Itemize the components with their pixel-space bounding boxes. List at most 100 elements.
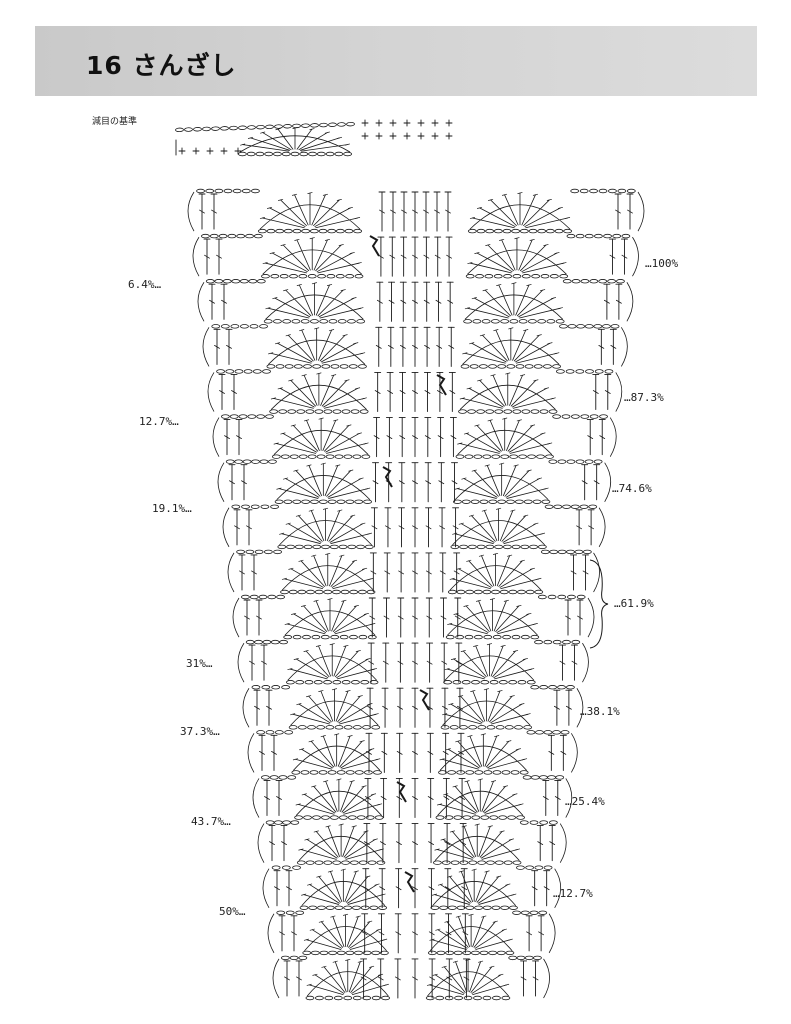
double-crochet-stitch-icon [603, 283, 611, 320]
double-crochet-stitch-icon [399, 326, 407, 367]
double-crochet-stitch-icon [208, 283, 216, 320]
chain-oval-icon [277, 544, 374, 550]
double-crochet-stitch-icon [380, 732, 388, 773]
chain-oval-icon [519, 820, 558, 825]
right-percentage-label: …25.4% [565, 795, 605, 808]
double-crochet-stitch-icon [411, 507, 419, 548]
shell-fan-icon [237, 127, 353, 157]
chain-oval-icon [433, 860, 522, 865]
double-crochet-stitch-icon [411, 191, 419, 232]
double-crochet-stitch-icon [587, 509, 595, 546]
chain-oval-icon [425, 995, 511, 1001]
double-crochet-stitch-icon [230, 373, 238, 411]
chain-oval-icon [196, 188, 260, 194]
double-crochet-stitch-icon [433, 191, 441, 232]
double-crochet-stitch-icon [597, 328, 605, 365]
double-crochet-stitch-icon [377, 958, 385, 999]
decrease-marker-icon [404, 871, 415, 893]
chain-oval-icon [512, 910, 548, 915]
double-crochet-stitch-icon [451, 462, 458, 503]
double-crochet-stitch-icon [398, 417, 406, 458]
chain-oval-icon [302, 950, 389, 956]
shell-fan-icon [286, 643, 379, 685]
double-crochet-stitch-icon [396, 732, 404, 773]
double-crochet-stitch-icon [223, 419, 231, 456]
shell-fan-icon [271, 417, 371, 459]
double-crochet-stitch-icon [440, 642, 448, 683]
page-title: 16 さんざし [86, 51, 237, 80]
chain-oval-icon [260, 775, 297, 780]
double-crochet-stitch-icon [453, 552, 461, 593]
chain-oval-icon [427, 950, 515, 956]
double-crochet-stitch-icon [240, 464, 248, 501]
double-crochet-stitch-icon [437, 462, 445, 503]
double-crochet-stitch-icon [280, 825, 288, 862]
single-crochet-cross-icon [445, 132, 453, 140]
chain-oval-icon [526, 730, 570, 735]
chain-oval-icon [266, 364, 367, 369]
double-crochet-stitch-icon [362, 868, 370, 909]
double-crochet-stitch-icon [398, 462, 406, 503]
decrease-marker-icon [419, 689, 430, 711]
double-crochet-stitch-icon [360, 958, 368, 999]
double-crochet-stitch-icon [442, 777, 450, 819]
double-crochet-stitch-icon [456, 687, 464, 728]
chain-oval-icon [221, 414, 274, 419]
double-crochet-stitch-icon [411, 417, 419, 458]
double-crochet-stitch-icon [255, 599, 263, 636]
chain-oval-icon [245, 639, 289, 645]
double-crochet-stitch-icon [258, 734, 266, 771]
double-crochet-stitch-icon [389, 191, 397, 232]
shell-fan-icon [257, 192, 363, 234]
single-crochet-cross-icon [361, 119, 369, 127]
shell-fan-icon [430, 868, 518, 910]
shell-fan-icon [291, 733, 382, 775]
shell-fan-icon [455, 417, 554, 459]
double-crochet-stitch-icon [608, 238, 616, 275]
double-crochet-stitch-icon [424, 417, 432, 458]
shell-fan-icon [294, 778, 384, 820]
double-crochet-stitch-icon [411, 777, 419, 819]
shell-fan-icon [450, 507, 547, 550]
double-crochet-stitch-icon [462, 958, 470, 999]
shell-fan-icon [467, 192, 573, 234]
chain-oval-icon [231, 504, 280, 509]
double-crochet-stitch-icon [388, 236, 396, 277]
double-crochet-stitch-icon [547, 734, 555, 771]
double-crochet-stitch-icon [394, 958, 402, 999]
double-crochet-stitch-icon [411, 823, 419, 864]
chain-oval-icon [265, 820, 300, 825]
double-crochet-stitch-icon [399, 371, 407, 413]
double-crochet-stitch-icon [370, 507, 378, 548]
single-crochet-cross-icon [192, 147, 200, 155]
shell-fan-icon [283, 598, 377, 640]
double-crochet-stitch-icon [427, 823, 435, 864]
double-crochet-stitch-icon [396, 687, 404, 728]
double-crochet-stitch-icon [461, 913, 469, 954]
left-percentage-label: 19.1%… [152, 502, 192, 515]
shell-fan-icon [288, 688, 381, 730]
double-crochet-stitch-icon [411, 552, 419, 593]
double-crochet-stitch-icon [365, 732, 373, 773]
double-crochet-stitch-icon [564, 599, 572, 636]
double-crochet-stitch-icon [454, 597, 462, 638]
left-percentage-label: 31%… [186, 657, 213, 670]
double-crochet-stitch-icon [253, 689, 261, 726]
double-crochet-stitch-icon [285, 870, 293, 907]
chain-oval-icon [299, 905, 388, 910]
double-crochet-stitch-icon [368, 597, 376, 638]
decrease-marker-icon [436, 374, 447, 396]
chain-oval-icon [257, 228, 363, 234]
shell-fan-icon [427, 913, 515, 956]
chain-oval-icon [467, 228, 573, 234]
chain-oval-icon [544, 504, 598, 509]
double-crochet-stitch-icon [377, 236, 385, 277]
double-crochet-stitch-icon [248, 644, 256, 681]
chain-oval-icon [562, 279, 625, 284]
double-crochet-stitch-icon [378, 868, 386, 909]
double-crochet-stitch-icon [395, 868, 403, 909]
chain-oval-icon [447, 589, 544, 595]
single-crochet-cross-icon [431, 119, 439, 127]
double-crochet-stitch-icon [411, 642, 419, 683]
double-crochet-stitch-icon [447, 326, 455, 367]
